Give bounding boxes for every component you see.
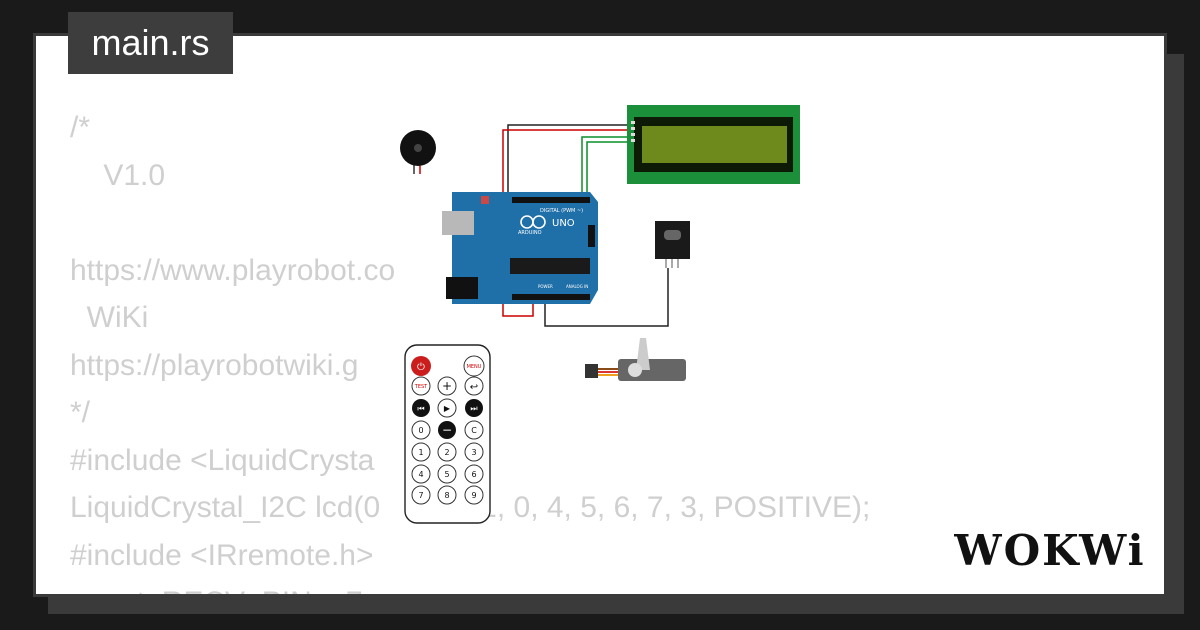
svg-text:⏻: ⏻ xyxy=(417,362,425,373)
svg-text:0: 0 xyxy=(418,426,423,435)
board-brand-label: ARDUINO xyxy=(518,230,542,236)
board-model-label: UNO xyxy=(552,218,575,229)
c-button[interactable]: C xyxy=(464,420,484,440)
code-line: #include <IRremote.h> xyxy=(70,538,374,572)
svg-text:7: 7 xyxy=(418,491,423,500)
prev-button[interactable]: ⏮ xyxy=(412,399,430,417)
digit-button[interactable]: 8 xyxy=(437,485,457,505)
svg-text:+: + xyxy=(442,379,452,393)
svg-text:5: 5 xyxy=(444,470,449,479)
digit-button[interactable]: 7 xyxy=(411,485,431,505)
svg-text:↩: ↩ xyxy=(470,382,478,393)
digit-button[interactable]: 3 xyxy=(464,442,484,462)
servo-motor[interactable] xyxy=(585,338,686,381)
ir-receiver[interactable] xyxy=(655,221,690,268)
wokwi-logo: WOKWi xyxy=(953,526,1145,575)
lcd-display[interactable] xyxy=(627,105,800,184)
svg-text:8: 8 xyxy=(444,491,449,500)
code-line: https://www.playrobot.co xyxy=(70,253,396,287)
svg-text:MENU: MENU xyxy=(467,364,482,370)
digit-button[interactable]: 4 xyxy=(411,464,431,484)
file-tab-label: main.rs xyxy=(91,22,210,63)
code-line: /* xyxy=(70,111,91,144)
digit-button[interactable]: 5 xyxy=(437,464,457,484)
digit-button[interactable]: 1 xyxy=(411,442,431,462)
buzzer[interactable] xyxy=(400,130,436,174)
svg-text:TEST: TEST xyxy=(414,384,428,390)
svg-text:9: 9 xyxy=(471,491,476,500)
svg-text:6: 6 xyxy=(471,470,476,479)
board-analog-label: ANALOG IN xyxy=(566,284,588,289)
svg-text:▶: ▶ xyxy=(444,404,451,413)
svg-text:−: − xyxy=(442,423,452,437)
code-line: #include <LiquidCrysta h> xyxy=(70,443,476,477)
digit-button[interactable]: 9 xyxy=(464,485,484,505)
menu-button[interactable]: MENU xyxy=(463,355,485,377)
ir-remote[interactable]: ⏻ MENU TEST + ↩ ⏮ ▶ ⏭ xyxy=(404,344,491,524)
svg-text:4: 4 xyxy=(418,470,423,479)
back-button[interactable]: ↩ xyxy=(464,376,484,396)
digit-button[interactable]: 2 xyxy=(437,442,457,462)
wokwi-logo-text: WOKWi xyxy=(953,526,1145,575)
svg-text:⏭: ⏭ xyxy=(470,404,477,413)
minus-button[interactable]: − xyxy=(438,421,456,439)
digit-button[interactable]: 6 xyxy=(464,464,484,484)
test-button[interactable]: TEST xyxy=(411,376,431,396)
code-line: */ xyxy=(70,396,91,429)
next-button[interactable]: ⏭ xyxy=(465,399,483,417)
plus-button[interactable]: + xyxy=(437,376,457,396)
code-line: V1.0 xyxy=(70,158,166,192)
board-power-label: POWER xyxy=(538,284,553,289)
zero-button[interactable]: 0 xyxy=(411,420,431,440)
code-line: WiKi xyxy=(70,301,149,334)
play-button[interactable]: ▶ xyxy=(437,398,457,418)
svg-text:1: 1 xyxy=(418,448,423,457)
svg-text:2: 2 xyxy=(444,448,449,457)
svg-text:C: C xyxy=(471,426,477,435)
svg-text:3: 3 xyxy=(471,448,476,457)
file-tab[interactable]: main.rs xyxy=(68,12,233,74)
code-line: t RECV_PIN = 7 xyxy=(70,579,870,594)
arduino-uno-board[interactable]: DIGITAL (PWM ~) UNO ARDUINO POWER ANALOG… xyxy=(442,192,598,304)
board-digital-label: DIGITAL (PWM ~) xyxy=(540,208,583,214)
power-button[interactable]: ⏻ xyxy=(411,356,431,376)
svg-text:⏮: ⏮ xyxy=(417,404,424,413)
